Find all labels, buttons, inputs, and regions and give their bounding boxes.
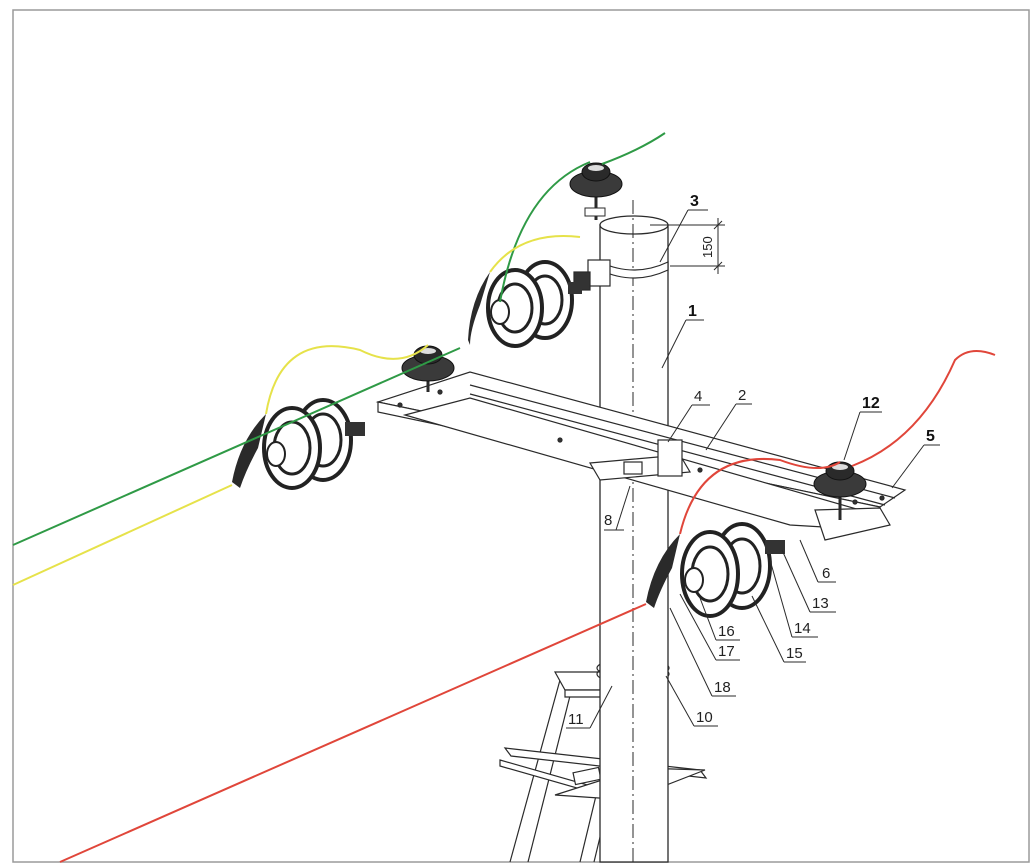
callout-18: 18 bbox=[714, 679, 731, 696]
top-pin-insulator bbox=[569, 162, 623, 220]
leader-lines bbox=[566, 209, 940, 729]
callout-5: 5 bbox=[926, 428, 935, 445]
callout-11: 11 bbox=[568, 711, 584, 728]
callout-16: 16 bbox=[718, 623, 735, 640]
suspension-string-upper bbox=[468, 260, 582, 348]
callout-1: 1 bbox=[688, 303, 697, 320]
wire-red bbox=[59, 350, 996, 863]
callout-12: 12 bbox=[862, 395, 880, 412]
callout-2: 2 bbox=[738, 387, 746, 404]
callout-6: 6 bbox=[822, 565, 830, 582]
dimension-150 bbox=[650, 218, 725, 274]
callout-8: 8 bbox=[604, 512, 612, 529]
callout-17: 17 bbox=[718, 643, 735, 660]
pole bbox=[599, 215, 669, 863]
callout-10: 10 bbox=[696, 709, 713, 726]
callout-15: 15 bbox=[786, 645, 803, 662]
wire-yellow bbox=[12, 235, 581, 586]
suspension-string-right bbox=[646, 522, 785, 618]
wire-green bbox=[12, 132, 666, 546]
callout-13: 13 bbox=[812, 595, 829, 612]
dimension-text: 150 bbox=[700, 236, 715, 258]
callout-4: 4 bbox=[694, 388, 702, 405]
suspension-string-left bbox=[232, 398, 365, 490]
callout-14: 14 bbox=[794, 620, 811, 637]
callout-3: 3 bbox=[690, 193, 699, 210]
drawing-frame bbox=[12, 9, 1030, 863]
pole-bracket bbox=[623, 439, 683, 477]
top-clamp bbox=[573, 259, 669, 291]
